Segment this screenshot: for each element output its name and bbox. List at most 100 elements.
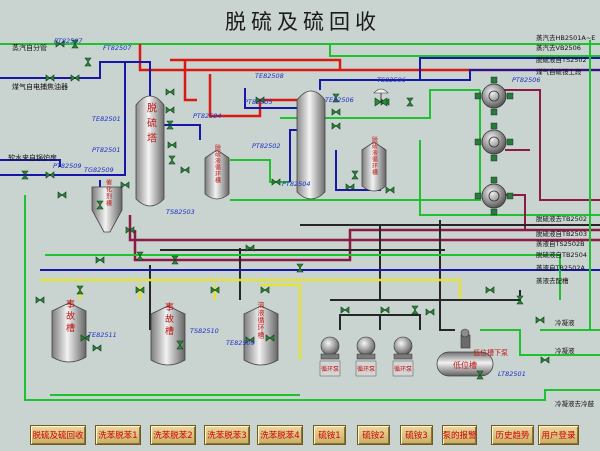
valve-icon[interactable] bbox=[176, 340, 184, 350]
valve-icon[interactable] bbox=[165, 106, 175, 114]
nav-button-6[interactable]: 硫铵1 bbox=[313, 425, 346, 445]
tag-te82509[interactable]: TE82509 bbox=[226, 339, 255, 347]
tag-te82511[interactable]: TE82511 bbox=[88, 331, 117, 339]
valve-icon[interactable] bbox=[21, 170, 29, 180]
valve-icon[interactable] bbox=[425, 308, 435, 316]
nav-button-3[interactable]: 洗苯脱苯2 bbox=[150, 425, 196, 445]
valve-icon[interactable] bbox=[168, 155, 176, 165]
circulation-pump-1[interactable]: 循环泵 bbox=[319, 336, 341, 377]
low-tank-pump[interactable]: 低位槽下泵 bbox=[460, 328, 508, 357]
nav-button-5[interactable]: 洗苯脱苯4 bbox=[257, 425, 303, 445]
tag-te82501[interactable]: TE82501 bbox=[92, 115, 121, 123]
valve-icon[interactable] bbox=[171, 255, 179, 265]
valve-icon[interactable] bbox=[271, 178, 281, 186]
circulation-tank[interactable] bbox=[243, 305, 279, 366]
valve-icon[interactable] bbox=[351, 170, 359, 180]
valve-icon[interactable] bbox=[45, 171, 55, 179]
tag-ft82507[interactable]: FT82507 bbox=[103, 44, 132, 52]
valve-icon[interactable] bbox=[70, 74, 80, 82]
control-valve-icon[interactable] bbox=[373, 88, 389, 107]
valve-icon[interactable] bbox=[71, 39, 79, 49]
valve-icon[interactable] bbox=[516, 295, 524, 305]
tag-ts82503[interactable]: TS82503 bbox=[166, 208, 195, 216]
valve-icon[interactable] bbox=[80, 334, 90, 342]
valve-icon[interactable] bbox=[55, 40, 65, 48]
valve-icon[interactable] bbox=[165, 88, 175, 96]
valve-icon[interactable] bbox=[166, 120, 174, 130]
valve-icon[interactable] bbox=[296, 263, 304, 273]
valve-icon[interactable] bbox=[95, 256, 105, 264]
valve-icon[interactable] bbox=[540, 356, 550, 364]
nav-button-2[interactable]: 洗苯脱苯1 bbox=[95, 425, 141, 445]
nav-button-7[interactable]: 硫铵2 bbox=[357, 425, 390, 445]
valve-icon[interactable] bbox=[92, 344, 102, 352]
desulf-tower[interactable] bbox=[135, 95, 165, 207]
tank-1[interactable] bbox=[204, 149, 230, 200]
nav-button-9[interactable]: 泵的报警 bbox=[442, 425, 477, 445]
valve-icon[interactable] bbox=[45, 74, 55, 82]
nav-button-8[interactable]: 硫铵3 bbox=[400, 425, 433, 445]
valve-icon[interactable] bbox=[136, 251, 144, 261]
tag-pt82507[interactable]: PT82507 bbox=[54, 37, 83, 45]
regen-tower[interactable] bbox=[296, 90, 326, 200]
circulation-pump-3[interactable]: 循环泵 bbox=[392, 336, 414, 377]
valve-icon[interactable] bbox=[340, 306, 350, 314]
nav-button-4[interactable]: 洗苯脱苯3 bbox=[204, 425, 250, 445]
nav-button-11[interactable]: 用户登录 bbox=[538, 425, 579, 445]
valve-icon[interactable] bbox=[485, 286, 495, 294]
tag-pt82502[interactable]: PT82502 bbox=[252, 142, 281, 150]
tag-lt82501[interactable]: LT82501 bbox=[498, 370, 526, 378]
tag-ts82510[interactable]: TS82510 bbox=[190, 327, 219, 335]
tag-pt82506[interactable]: PT82506 bbox=[512, 76, 541, 84]
nav-button-1[interactable]: 脱硫及硫回收 bbox=[30, 425, 86, 445]
low-tank[interactable]: 低位槽 bbox=[436, 351, 494, 377]
valve-icon[interactable] bbox=[332, 93, 340, 103]
valve-icon[interactable] bbox=[476, 370, 484, 380]
circulation-pump-2[interactable]: 循环泵 bbox=[355, 336, 377, 377]
valve-icon[interactable] bbox=[84, 57, 92, 67]
valve-icon[interactable] bbox=[265, 334, 275, 342]
tag-pt82501[interactable]: PT82501 bbox=[92, 146, 121, 154]
valve-icon[interactable] bbox=[345, 183, 355, 191]
tag-pt82504[interactable]: PT82504 bbox=[282, 180, 311, 188]
foam-separator-1[interactable] bbox=[474, 76, 514, 116]
valve-icon[interactable] bbox=[96, 200, 104, 210]
foam-separator-3[interactable] bbox=[474, 176, 514, 216]
valve-icon[interactable] bbox=[535, 316, 545, 324]
valve-icon[interactable] bbox=[167, 141, 177, 149]
valve-icon[interactable] bbox=[245, 336, 255, 344]
accident-tank-2[interactable] bbox=[150, 305, 186, 366]
gas-out-branch bbox=[419, 57, 600, 80]
tank-2[interactable] bbox=[361, 141, 387, 192]
valve-icon[interactable] bbox=[331, 108, 341, 116]
tag-ts82506[interactable]: TS82506 bbox=[377, 76, 406, 84]
tag-te82508[interactable]: TE82508 bbox=[255, 72, 284, 80]
valve-icon[interactable] bbox=[35, 296, 45, 304]
nav-button-10[interactable]: 历史趋势 bbox=[491, 425, 534, 445]
valve-icon[interactable] bbox=[331, 122, 341, 130]
accident-tank-1[interactable] bbox=[51, 302, 87, 363]
svg-text:溶液循环槽: 溶液循环槽 bbox=[257, 300, 265, 339]
svg-text:催化剂槽: 催化剂槽 bbox=[105, 178, 112, 207]
valve-icon[interactable] bbox=[406, 97, 414, 107]
valve-icon[interactable] bbox=[411, 305, 419, 315]
valve-icon[interactable] bbox=[57, 191, 67, 199]
valve-icon[interactable] bbox=[210, 286, 220, 294]
valve-icon[interactable] bbox=[385, 186, 395, 194]
tag-pt82504[interactable]: PT82504 bbox=[193, 112, 222, 120]
valve-icon[interactable] bbox=[255, 96, 265, 104]
tag-pt82509[interactable]: PT82509 bbox=[53, 162, 82, 170]
valve-icon[interactable] bbox=[380, 306, 390, 314]
valve-icon[interactable] bbox=[135, 286, 145, 294]
foam-separator-2[interactable] bbox=[474, 122, 514, 162]
valve-icon[interactable] bbox=[120, 181, 130, 189]
valve-icon[interactable] bbox=[125, 226, 135, 234]
valve-icon[interactable] bbox=[260, 286, 270, 294]
valve-icon[interactable] bbox=[180, 166, 190, 174]
valve-icon[interactable] bbox=[245, 244, 255, 252]
tag-tg82509[interactable]: TG82509 bbox=[84, 166, 114, 174]
tag-te82506[interactable]: TE82506 bbox=[325, 96, 354, 104]
tag-pt82505[interactable]: PT82505 bbox=[244, 98, 273, 106]
valve-icon[interactable] bbox=[76, 285, 84, 295]
